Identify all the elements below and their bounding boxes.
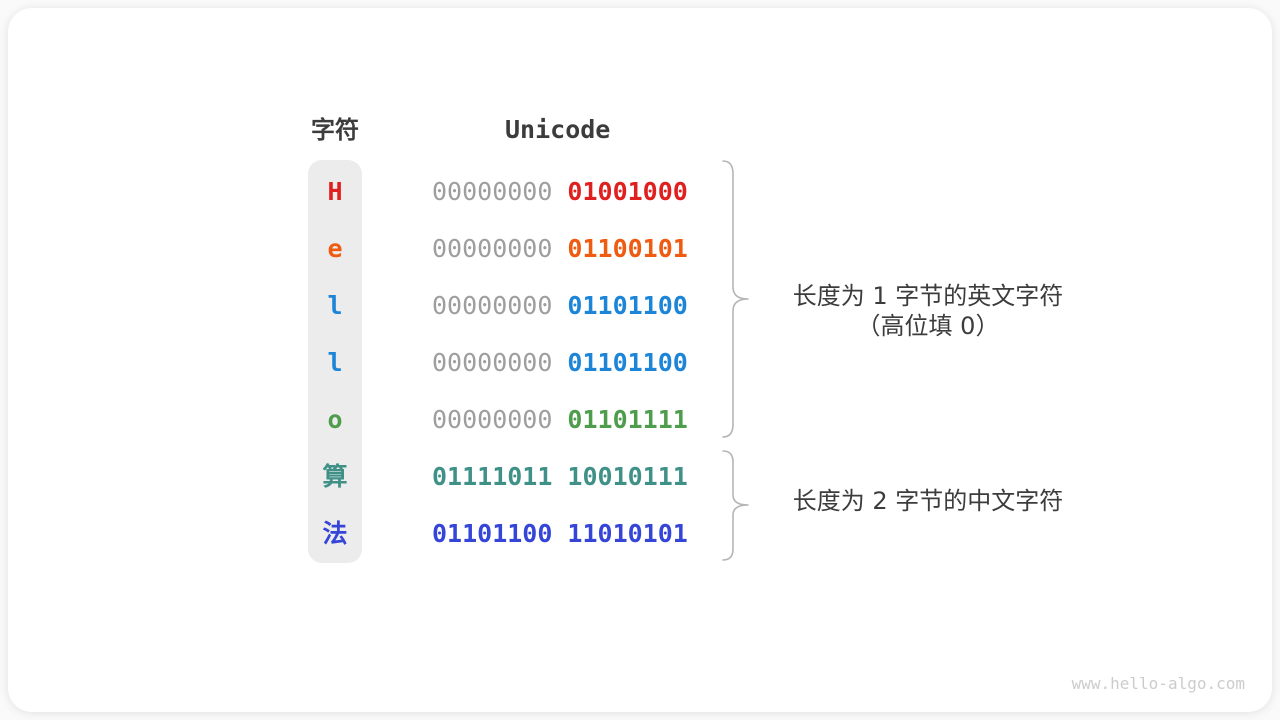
table-row: o 00000000 01101111 (0, 391, 1280, 448)
unicode-bits: 01111011 10010111 (432, 448, 688, 505)
annotation-line: 长度为 2 字节的中文字符 (792, 487, 1064, 515)
char-cell: l (327, 348, 343, 377)
unicode-bits: 00000000 01101100 (432, 334, 688, 391)
low-byte: 11010101 (567, 519, 688, 548)
low-byte: 01001000 (567, 177, 688, 206)
low-byte: 01101100 (567, 348, 688, 377)
high-byte: 00000000 (432, 348, 553, 377)
high-byte: 00000000 (432, 177, 553, 206)
low-byte: 01101100 (567, 291, 688, 320)
low-byte: 01100101 (567, 234, 688, 263)
unicode-bits: 00000000 01101111 (432, 391, 688, 448)
brace-chinese-group (722, 450, 749, 561)
annotation-line: （高位填 0） (856, 312, 1000, 340)
watermark-url: www.hello-algo.com (1071, 674, 1245, 693)
unicode-bits: 01101100 11010101 (432, 505, 688, 562)
unicode-bits: 00000000 01100101 (432, 220, 688, 277)
char-cell: e (327, 234, 343, 263)
char-cell: H (327, 177, 343, 206)
char-cell: l (327, 291, 343, 320)
high-byte: 00000000 (432, 291, 553, 320)
unicode-bits: 00000000 01101100 (432, 277, 688, 334)
low-byte: 10010111 (567, 462, 688, 491)
high-byte: 00000000 (432, 234, 553, 263)
char-cell: 算 (322, 462, 348, 491)
annotation-chinese-chars: 长度为 2 字节的中文字符 (778, 486, 1078, 516)
char-cell: o (327, 405, 343, 434)
brace-english-group (722, 160, 749, 438)
high-byte: 01111011 (432, 462, 553, 491)
table-row: 算 01111011 10010111 (0, 448, 1280, 505)
low-byte: 01101111 (567, 405, 688, 434)
high-byte: 00000000 (432, 405, 553, 434)
column-header-char: 字符 (311, 116, 359, 144)
figure-card (8, 8, 1272, 712)
annotation-line: 长度为 1 字节的英文字符 (792, 282, 1064, 310)
unicode-bits: 00000000 01001000 (432, 163, 688, 220)
table-row: e 00000000 01100101 (0, 220, 1280, 277)
column-header-unicode: Unicode (505, 115, 611, 144)
table-row: H 00000000 01001000 (0, 163, 1280, 220)
high-byte: 01101100 (432, 519, 553, 548)
table-row: l 00000000 01101100 (0, 334, 1280, 391)
char-column-strip (308, 160, 362, 563)
annotation-english-chars: 长度为 1 字节的英文字符 （高位填 0） (778, 281, 1078, 341)
char-cell: 法 (322, 519, 348, 548)
table-row: 法 01101100 11010101 (0, 505, 1280, 562)
table-row: l 00000000 01101100 (0, 277, 1280, 334)
